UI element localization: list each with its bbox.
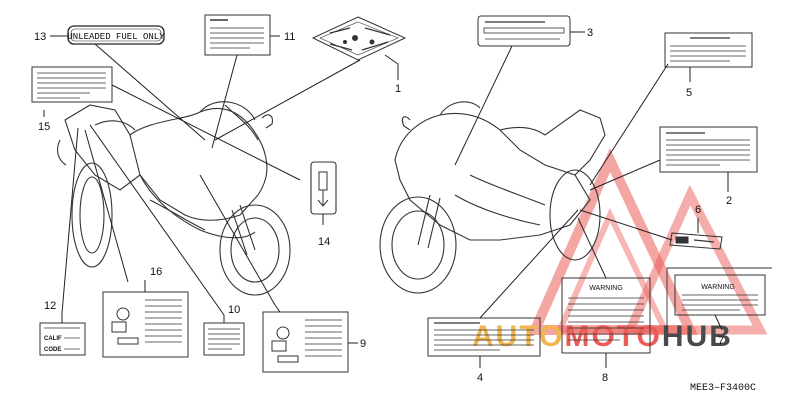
callout-4: 4	[477, 372, 483, 384]
label-3	[477, 15, 571, 47]
callout-2: 2	[726, 195, 732, 207]
label-13-unleaded-fuel: UNLEADED FUEL ONLY	[67, 25, 165, 45]
label-4	[427, 317, 541, 357]
label-12-line-1: CALIF	[44, 336, 62, 342]
callout-5: 5	[686, 87, 692, 99]
label-5	[664, 32, 753, 68]
label-7-bracket	[666, 267, 772, 330]
callout-10: 10	[228, 304, 240, 316]
callout-16: 16	[150, 266, 162, 278]
left-motorcycle	[57, 101, 291, 296]
svg-text:AUTOMOTOHUB: AUTOMOTOHUB	[472, 320, 733, 353]
callout-13: 13	[34, 31, 46, 43]
callout-12: 12	[44, 300, 56, 312]
label-12-line-2: CODE	[44, 347, 61, 353]
label-11	[204, 14, 271, 56]
automotohub-watermark: AUTOMOTOHUB	[472, 147, 768, 353]
label-7-warning: WARNING	[674, 274, 766, 316]
callout-1: 1	[395, 83, 401, 95]
watermark-text-a: AUTO	[472, 320, 564, 353]
callout-15: 15	[38, 121, 50, 133]
label-2	[659, 126, 758, 173]
label-12: CALIF CODE	[39, 322, 86, 356]
callout-11: 11	[284, 31, 295, 43]
callout-6: 6	[695, 204, 701, 216]
label-16	[102, 291, 189, 358]
callout-numbers: 13 11 1 3 5 15 14 2 6 7 8 4 16 10 9 12	[34, 27, 732, 384]
label-9	[262, 311, 349, 373]
callout-7: 7	[718, 335, 724, 347]
leader-lines	[43, 31, 729, 368]
diagram-code: MEE3–F3400C	[690, 383, 756, 394]
label-15	[31, 66, 113, 103]
right-motorcycle	[379, 101, 606, 294]
label-6	[669, 232, 723, 250]
label-7-warning-text: WARNING	[701, 284, 735, 291]
watermark-text-b: MOTO	[564, 320, 661, 353]
label-13-text: UNLEADED FUEL ONLY	[67, 32, 165, 42]
callout-3: 3	[587, 27, 593, 39]
label-8-warning-text: WARNING	[589, 285, 623, 292]
callout-9: 9	[360, 338, 366, 350]
label-14	[310, 161, 337, 215]
label-10	[203, 322, 245, 356]
label-1-diamond	[311, 16, 407, 61]
callout-14: 14	[318, 236, 330, 248]
callout-8: 8	[602, 372, 608, 384]
